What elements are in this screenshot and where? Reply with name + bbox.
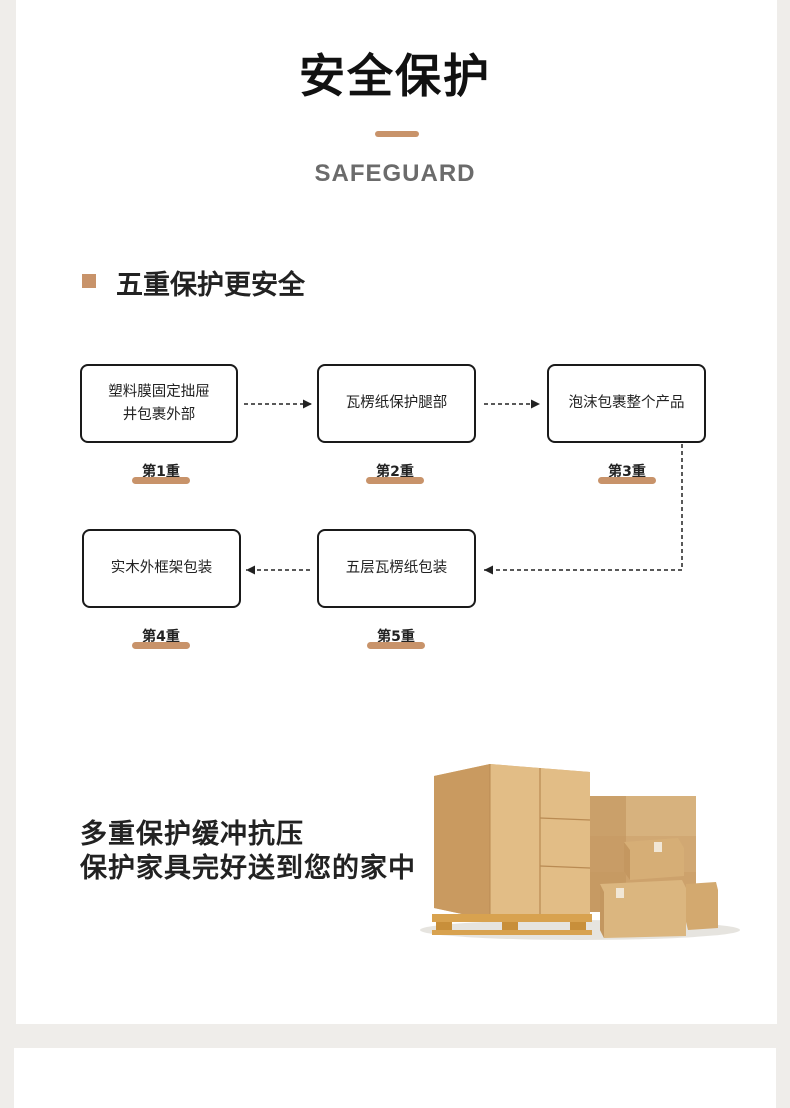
page-title: 安全保护 — [299, 49, 491, 103]
step-2-label: 第2重 — [376, 464, 414, 480]
page-subtitle: SAFEGUARD — [314, 160, 476, 187]
step-5-label: 第5重 — [377, 629, 415, 645]
wooden-pallet — [432, 914, 592, 935]
step-1-underline — [132, 477, 190, 484]
flow-connectors — [244, 399, 683, 575]
section-marker — [82, 274, 96, 288]
small-box-right — [686, 882, 718, 930]
next-card — [14, 1048, 776, 1108]
step-3-underline — [598, 477, 656, 484]
small-box-top — [624, 838, 684, 880]
big-box-stack — [434, 764, 591, 920]
step-5-text: 五层瓦楞纸包装 — [345, 560, 448, 576]
step-1-label: 第1重 — [142, 464, 180, 480]
step-1-text-line2: 井包裹外部 — [122, 406, 196, 423]
step-4-label: 第4重 — [142, 629, 180, 645]
tagline-line-1: 多重保护缓冲抗压 — [80, 819, 304, 850]
step-box-4: 实木外框架包装 — [82, 529, 241, 608]
arrow-3-to-5 — [484, 444, 683, 575]
cardboard-boxes-illustration — [420, 764, 740, 940]
small-box-front — [600, 880, 686, 938]
step-box-2: 瓦楞纸保护腿部 — [317, 364, 476, 443]
step-4-text: 实木外框架包装 — [110, 560, 213, 576]
step-3-label: 第3重 — [608, 464, 646, 480]
step-box-1: 塑料膜固定拙屉 井包裹外部 — [80, 364, 238, 443]
step-2-underline — [366, 477, 424, 484]
step-box-5: 五层瓦楞纸包装 — [317, 529, 476, 608]
title-accent-bar — [375, 131, 419, 137]
step-3-text: 泡沫包裹整个产品 — [568, 395, 685, 411]
section-title: 五重保护更安全 — [116, 270, 305, 301]
step-1-text-line1: 塑料膜固定拙屉 — [108, 383, 210, 400]
step-5-underline — [367, 642, 425, 649]
step-4-underline — [132, 642, 190, 649]
step-2-text: 瓦楞纸保护腿部 — [345, 395, 448, 411]
tagline-line-2: 保护家具完好送到您的家中 — [80, 853, 416, 884]
step-box-3: 泡沫包裹整个产品 — [547, 364, 706, 443]
